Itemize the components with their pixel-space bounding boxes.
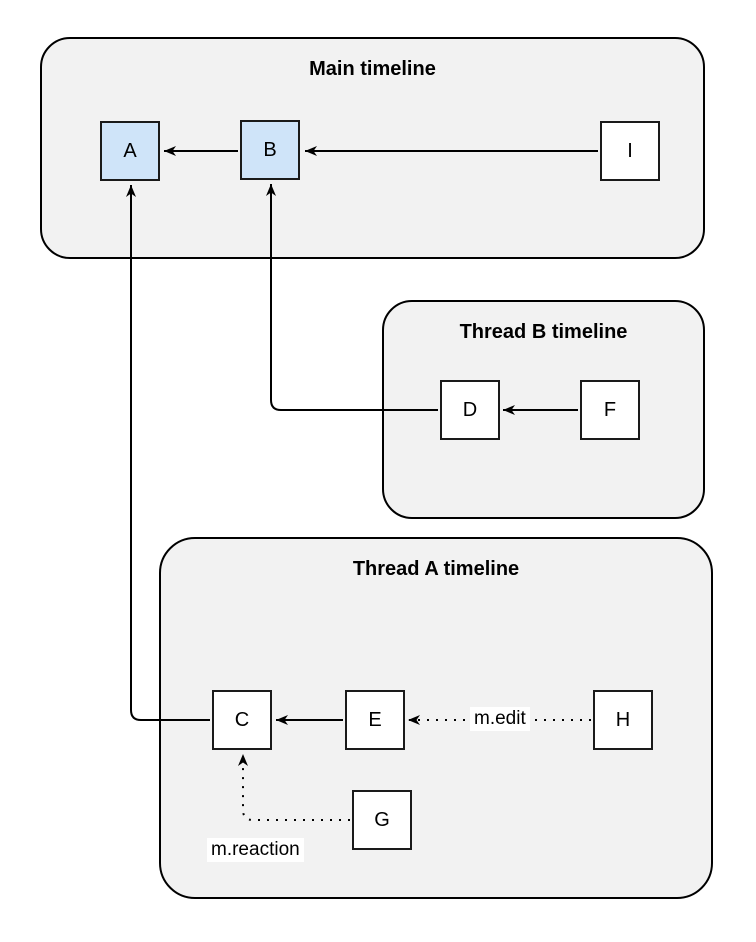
node-label: B <box>263 138 277 161</box>
node-label: I <box>627 139 633 162</box>
event-node-f: F <box>580 380 640 440</box>
event-node-e: E <box>345 690 405 750</box>
node-label: E <box>368 708 382 731</box>
node-label: D <box>462 398 478 421</box>
event-node-c: C <box>212 690 272 750</box>
event-node-a: A <box>100 121 160 181</box>
node-label: C <box>234 708 250 731</box>
node-label: H <box>615 708 631 731</box>
event-node-g: G <box>352 790 412 850</box>
edge-label-m-reaction: m.reaction <box>207 838 304 862</box>
edge-label-m-edit: m.edit <box>470 707 530 731</box>
node-label: A <box>123 139 137 162</box>
container-thread-b-timeline: Thread B timeline <box>382 300 705 519</box>
event-node-i: I <box>600 121 660 181</box>
node-label: G <box>374 808 390 831</box>
container-title: Main timeline <box>309 58 436 80</box>
container-title: Thread A timeline <box>352 558 520 580</box>
event-node-d: D <box>440 380 500 440</box>
container-title: Thread B timeline <box>459 321 628 343</box>
node-label: F <box>603 398 617 421</box>
event-node-h: H <box>593 690 653 750</box>
event-node-b: B <box>240 120 300 180</box>
